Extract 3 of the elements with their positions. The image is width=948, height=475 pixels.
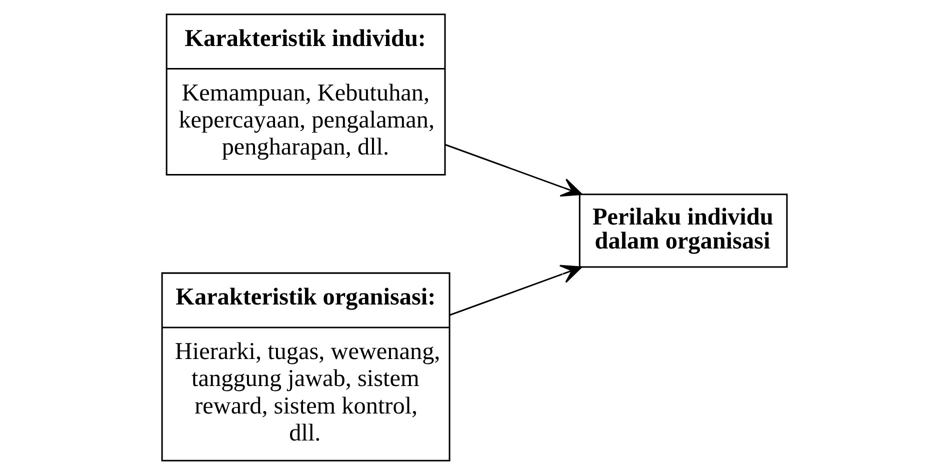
arrow <box>444 144 582 197</box>
node-box: Perilaku individu dalam organisasi <box>578 194 788 268</box>
arrow <box>449 264 582 316</box>
